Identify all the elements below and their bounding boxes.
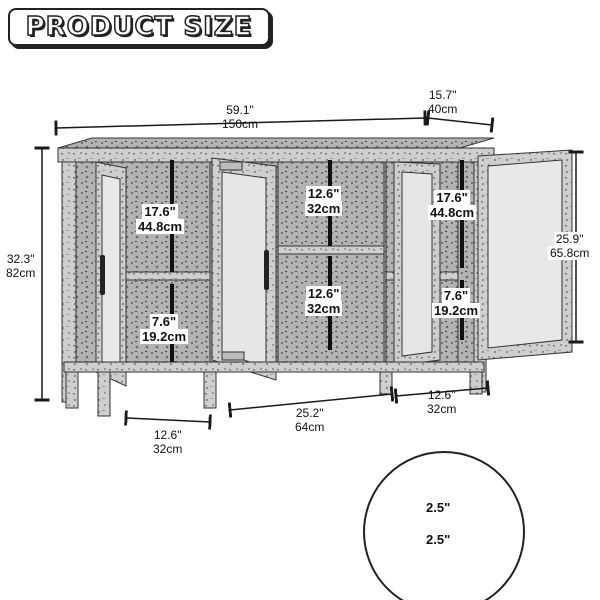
- detail-bottom-label: 2.5": [424, 532, 453, 547]
- product-size-title: PRODUCT SIZE: [25, 11, 253, 43]
- center-shelf: [277, 245, 385, 255]
- right-lower-label: 7.6" 19.2cm: [432, 288, 481, 318]
- leg-front-right: [469, 371, 483, 395]
- width-dim-line: [54, 110, 427, 136]
- bottom-center-label: 25.2"64cm: [295, 406, 325, 434]
- leg-back-mid: [379, 371, 393, 395]
- depth-label: 15.7"40cm: [428, 88, 458, 116]
- center-upper-label: 12.6" 32cm: [305, 186, 343, 216]
- leg-front-left: [65, 371, 79, 409]
- bottom-right-label: 12.6"32cm: [427, 388, 457, 416]
- cabinet-height-label: 25.9" 65.8cm: [548, 232, 592, 260]
- leg-mid-right: [203, 371, 217, 409]
- leg-mid-left: [97, 371, 111, 417]
- height-label: 32.3"82cm: [6, 252, 36, 280]
- width-label: 59.1"150cm: [222, 103, 259, 131]
- left-upper-label: 17.6" 44.8cm: [136, 204, 185, 234]
- center-left-door-glass: [221, 171, 267, 369]
- left-lower-label: 7.6" 19.2cm: [140, 314, 189, 344]
- bottom-center-dim-line: [227, 386, 395, 418]
- bottom-left-dim-line: [124, 410, 212, 430]
- right-door-inner-glass: [401, 171, 433, 357]
- cabinet-top: [57, 137, 495, 149]
- detail-top-label: 2.5": [424, 500, 453, 515]
- detail-circle: [363, 451, 525, 600]
- bottom-left-label: 12.6"32cm: [153, 428, 183, 456]
- center-lower-label: 12.6" 32cm: [305, 286, 343, 316]
- right-door-glass: [487, 159, 563, 349]
- left-door-handle: [100, 255, 105, 295]
- right-upper-label: 17.6" 44.8cm: [428, 190, 477, 220]
- product-size-title-box: PRODUCT SIZE: [8, 8, 270, 46]
- base-rail: [63, 361, 485, 373]
- depth-dim-line: [425, 110, 495, 133]
- bottom-hinge: [221, 351, 245, 361]
- top-hinge: [219, 161, 243, 171]
- center-left-door-handle: [264, 250, 269, 290]
- bottom-right-dim-line: [393, 380, 491, 404]
- cabinet-top-front: [57, 147, 495, 163]
